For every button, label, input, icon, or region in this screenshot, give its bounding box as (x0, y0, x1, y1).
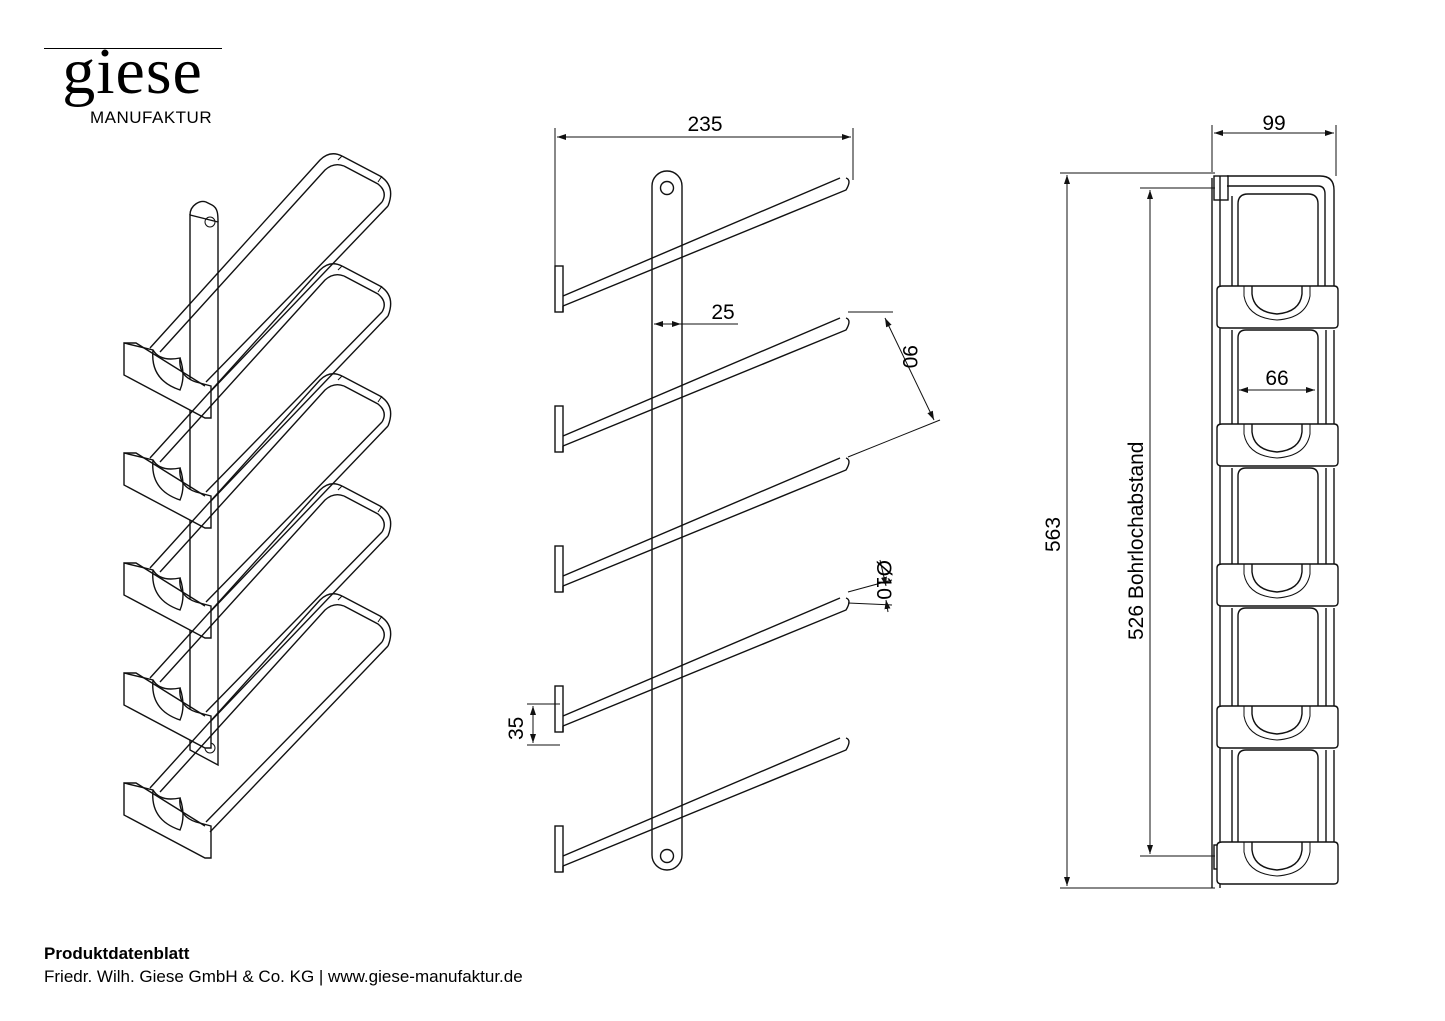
front-hook-cell (1216, 563, 1339, 706)
iso-arm (123, 373, 392, 639)
side-arm (554, 597, 850, 733)
dim-rod-diameter: Ø10 (872, 560, 895, 600)
dim-arm-spacing: 90 (898, 345, 921, 368)
logo-rule (44, 48, 222, 49)
side-arm (554, 457, 850, 593)
logo-subtitle: MANUFAKTUR (90, 108, 213, 127)
footer-title: Produktdatenblatt (44, 944, 190, 963)
footer-company: Friedr. Wilh. Giese GmbH & Co. KG | www.… (44, 967, 523, 986)
dim-hole-distance: 526 Bohrlochabstand (1125, 442, 1148, 641)
dim-width-total: 235 (687, 113, 722, 136)
iso-arm (123, 483, 392, 749)
front-view: 99 66 563 526 Bohrlochabstand (1042, 112, 1339, 889)
dim-depth: 99 (1262, 112, 1285, 135)
dim-inner-width: 66 (1265, 367, 1288, 390)
front-hook-cell (1216, 285, 1339, 424)
front-hook-cell (1216, 705, 1339, 842)
front-hook-cell (1216, 841, 1339, 885)
dim-foot-height: 35 (505, 717, 528, 740)
isometric-view (123, 153, 392, 859)
footer: Produktdatenblatt Friedr. Wilh. Giese Gm… (44, 942, 523, 988)
dim-bar-width: 25 (711, 301, 734, 324)
side-arm (554, 317, 850, 453)
front-hook-cell (1216, 423, 1339, 564)
iso-arm (123, 263, 392, 529)
side-view: 235 25 90 Ø10 35 (505, 113, 941, 873)
brand-logo: giese MANUFAKTUR (40, 35, 225, 128)
side-arm (554, 177, 850, 313)
logo-wordmark: giese (62, 35, 203, 108)
side-arm (554, 737, 850, 873)
dim-height-total: 563 (1042, 517, 1065, 552)
iso-arm (123, 593, 392, 859)
iso-arm (123, 153, 392, 419)
